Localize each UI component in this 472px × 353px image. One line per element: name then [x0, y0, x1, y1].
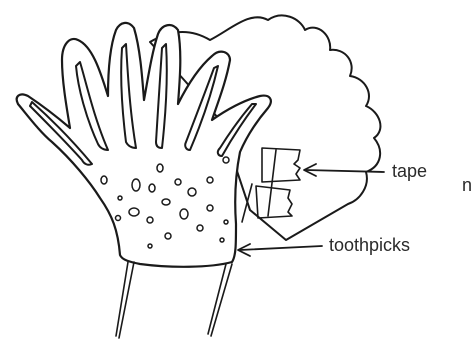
- toothpicks: [116, 262, 232, 338]
- toothpicks-arrow: [238, 244, 322, 256]
- tape-label: tape: [392, 162, 427, 180]
- partial-label: n: [462, 176, 472, 194]
- toothpicks-label: toothpicks: [329, 236, 410, 254]
- front-fin-outline: [17, 23, 271, 267]
